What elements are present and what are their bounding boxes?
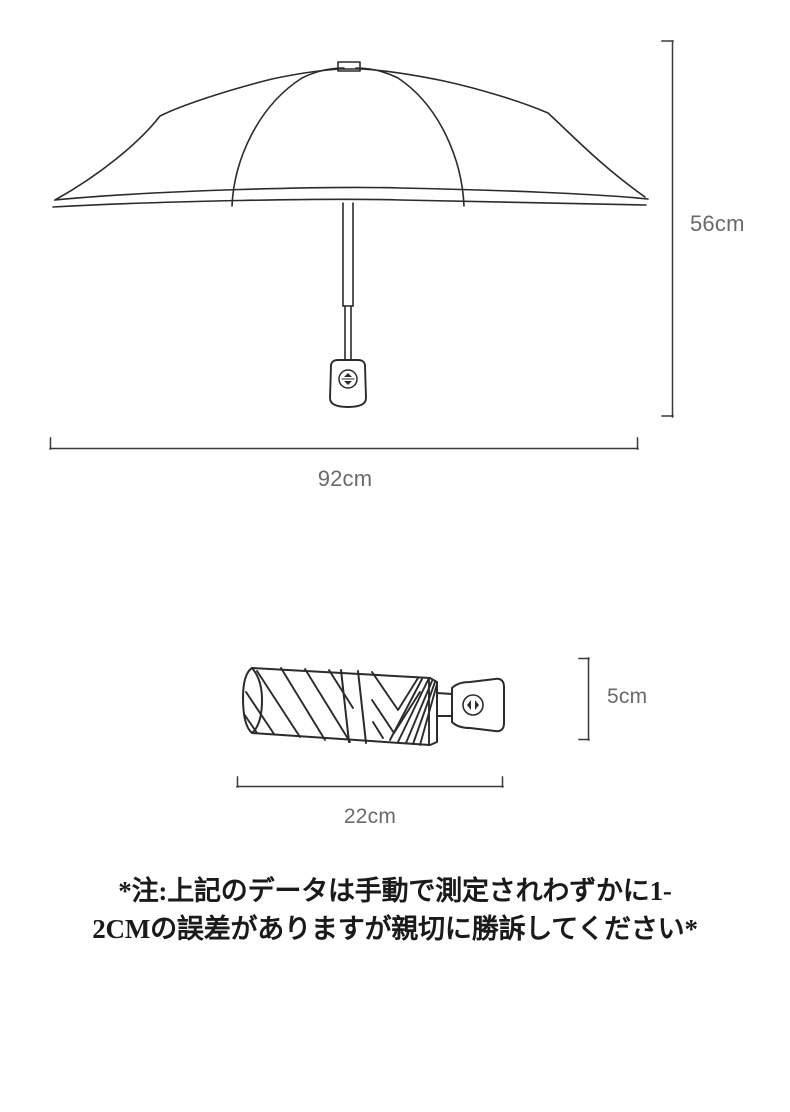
height-dimension-line bbox=[661, 40, 674, 418]
button-arrow-right-glyph bbox=[475, 700, 479, 710]
folded-umbrella-view bbox=[242, 667, 505, 746]
canopy-rim-upper-edge bbox=[54, 186, 649, 201]
canopy-rim-lower-edge bbox=[52, 198, 647, 208]
shaft-upper-section bbox=[342, 202, 354, 307]
measurement-disclaimer-note: *注:上記のデータは手動で測定されわずかに1- 2CMの誤差がありますが親切に勝… bbox=[0, 872, 790, 949]
button-arrow-down-glyph bbox=[344, 381, 352, 385]
folded-depth-dimension-line bbox=[578, 657, 590, 741]
canopy-panel-seam-right bbox=[355, 67, 465, 207]
open-umbrella-side-view bbox=[52, 61, 649, 408]
canopy-panel-seam-left bbox=[231, 67, 345, 207]
width-dimension-label: 92cm bbox=[317, 466, 373, 491]
shaft-collar bbox=[436, 692, 453, 717]
folded-depth-dimension-label: 5cm bbox=[607, 685, 648, 708]
shaft-lower-section bbox=[344, 305, 352, 363]
canopy-dome-outline bbox=[54, 68, 646, 201]
auto-open-close-button-folded bbox=[462, 694, 484, 716]
button-arrow-left-glyph bbox=[467, 700, 471, 710]
canopy-center-band-right bbox=[357, 670, 367, 744]
note-line-2: 2CMの誤差がありますが親切に勝訴してください* bbox=[92, 914, 698, 945]
canopy-center-band-left bbox=[340, 669, 350, 743]
finial-cap bbox=[337, 61, 361, 72]
canopy-fold-lines-left bbox=[243, 667, 354, 743]
button-arrow-up-glyph bbox=[344, 373, 352, 377]
folded-length-dimension-line bbox=[236, 776, 504, 788]
folded-canopy-left-cap-seam bbox=[251, 667, 263, 734]
folded-length-dimension-label: 22cm bbox=[343, 805, 397, 828]
height-dimension-label: 56cm bbox=[690, 211, 745, 236]
width-dimension-line bbox=[49, 437, 639, 450]
note-line-1: *注:上記のデータは手動で測定されわずかに1- bbox=[118, 876, 672, 906]
